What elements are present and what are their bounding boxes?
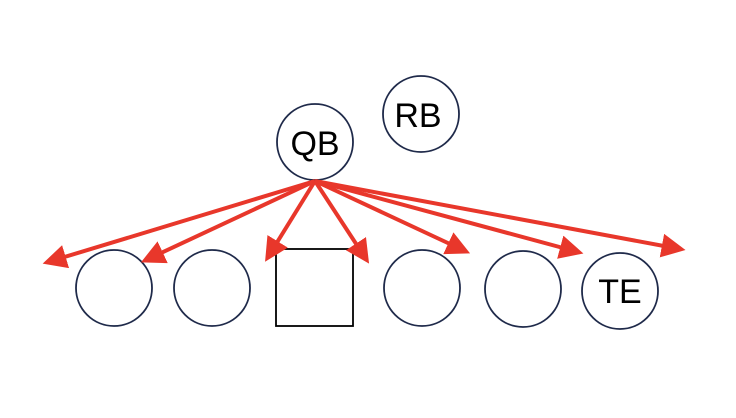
- left-guard-circle: [173, 249, 251, 327]
- route-arrow-7: [314, 179, 686, 258]
- te-label: TE: [598, 273, 641, 311]
- rb-circle: [382, 75, 460, 153]
- route-arrow-1: [42, 179, 316, 269]
- qb-player: QB: [276, 103, 354, 181]
- route-arrow-4: [313, 179, 370, 264]
- qb-label: QB: [290, 125, 339, 163]
- route-arrow-5: [314, 179, 471, 255]
- route-arrows: [42, 179, 686, 269]
- route-arrow-3: [265, 179, 317, 262]
- rb-player: RB: [382, 75, 460, 153]
- route-arrow-2: [140, 179, 316, 264]
- rb-label: RB: [394, 97, 441, 135]
- te-player: TE: [581, 252, 659, 330]
- right-guard-circle: [383, 249, 461, 327]
- left-tackle-circle: [75, 249, 153, 327]
- qb-circle: [276, 103, 354, 181]
- center-square: [275, 248, 354, 327]
- route-arrow-6: [314, 179, 584, 259]
- right-tackle-circle: [484, 250, 562, 328]
- te-circle: [581, 252, 659, 330]
